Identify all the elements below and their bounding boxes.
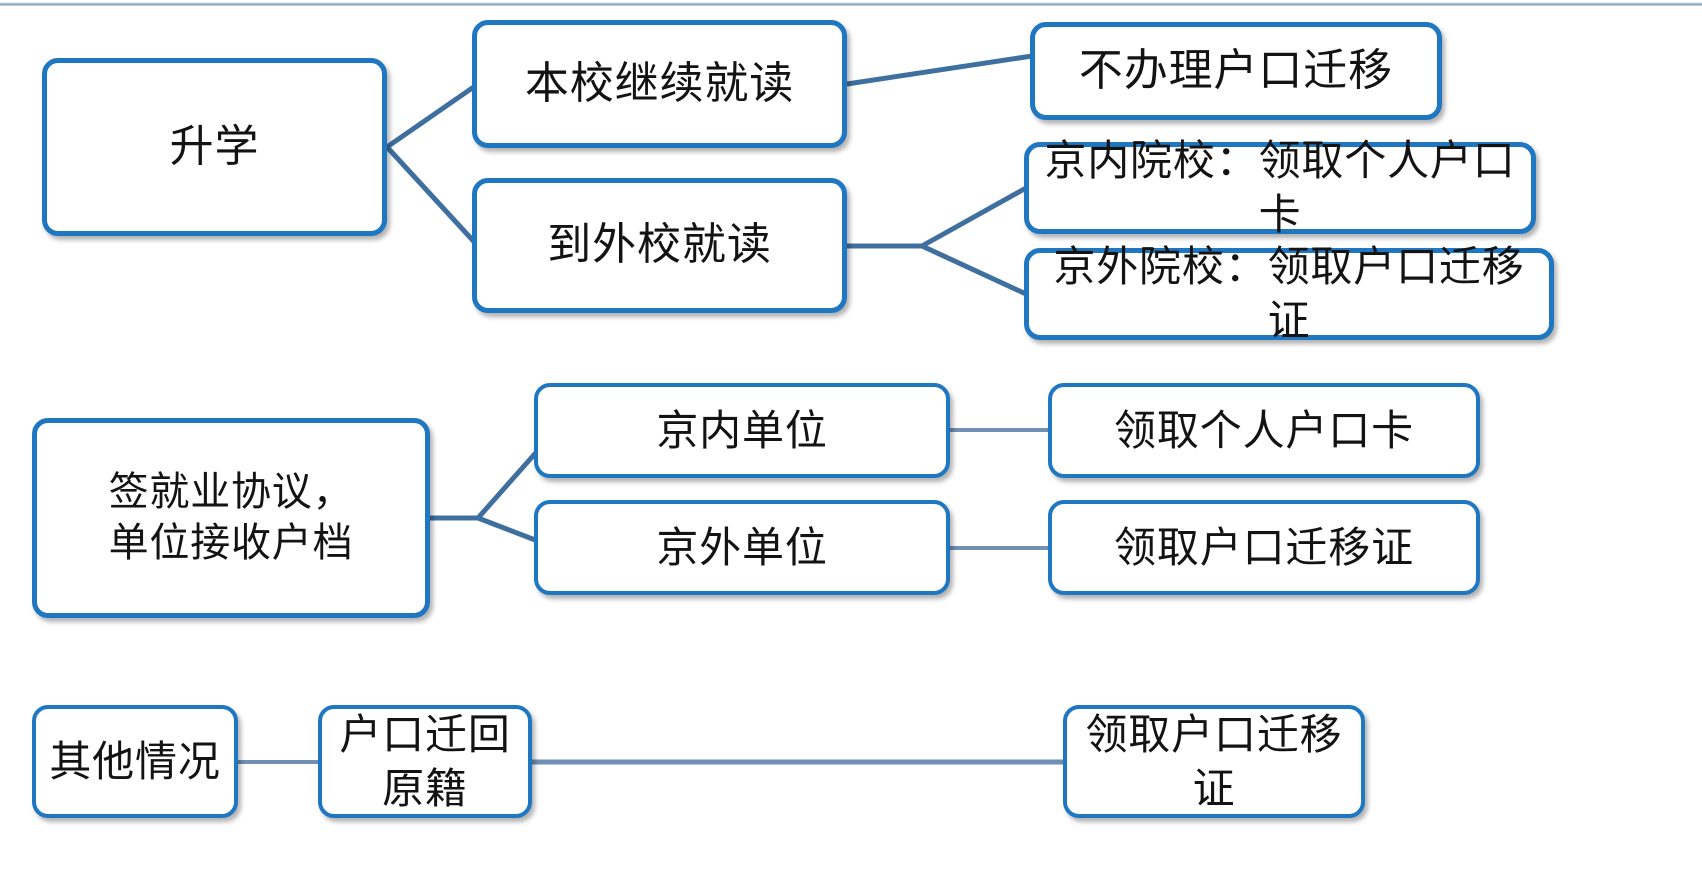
top-divider-rule (0, 2, 1702, 6)
connector-line (385, 145, 480, 248)
node-result-outside-beijing-school-cert[interactable]: 京外院校：领取户口迁移证 (1024, 242, 1554, 345)
connector-line (920, 243, 1028, 297)
connector-line (385, 81, 480, 150)
node-root-advanced-study[interactable]: 升学 (42, 58, 387, 236)
node-result-personal-household-card[interactable]: 领取个人户口卡 (1048, 383, 1480, 478)
node-result-household-transfer-cert[interactable]: 领取户口迁移证 (1048, 500, 1480, 595)
node-root-employment-agreement[interactable]: 签就业协议， 单位接收户档 (32, 418, 430, 618)
node-result-in-beijing-school-card[interactable]: 京内院校：领取个人户口卡 (1024, 136, 1536, 239)
connector-line (920, 185, 1028, 249)
node-branch-other-school[interactable]: 到外校就读 (472, 178, 847, 313)
connector-line (846, 53, 1033, 87)
node-root-other-cases[interactable]: 其他情况 (32, 705, 238, 818)
node-result-other-transfer-cert[interactable]: 领取户口迁移证 (1063, 705, 1365, 818)
node-branch-return-to-origin[interactable]: 户口迁回原籍 (318, 705, 532, 818)
node-result-no-transfer[interactable]: 不办理户口迁移 (1030, 22, 1442, 120)
node-branch-employer-outside-beijing[interactable]: 京外单位 (534, 500, 950, 595)
node-branch-continue-same-school[interactable]: 本校继续就读 (472, 20, 847, 148)
node-branch-employer-in-beijing[interactable]: 京内单位 (534, 383, 950, 478)
